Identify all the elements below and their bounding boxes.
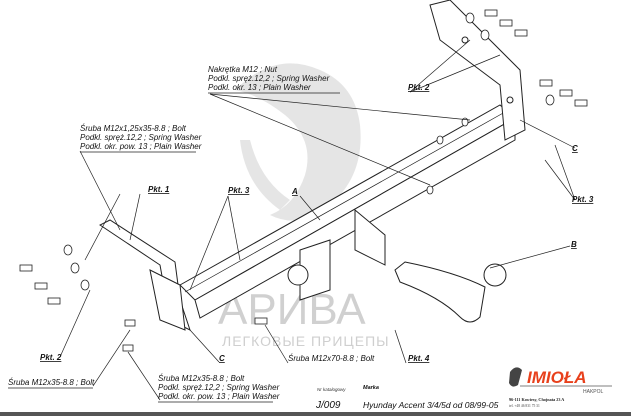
label-part-a: A — [291, 187, 298, 196]
callout-line: Podkl. okr. pow. 13 ; Plain Washer — [80, 142, 202, 151]
right-side-bracket — [429, 0, 526, 141]
catalog-label: Nr katalogowy — [317, 387, 346, 392]
callout-line: Śruba M12x35-8.8 ; Bolt — [158, 374, 245, 383]
logo-text: IMIOŁA — [527, 368, 587, 387]
label-pkt1: Pkt. 1 — [148, 185, 170, 194]
label-pkt3-left: Pkt. 3 — [228, 186, 250, 195]
callout-line: Podkl. spręż.12,2 ; Spring Washer — [80, 133, 202, 142]
callout-bolt-group-left: Śruba M12x1,25x35-8.8 ; Bolt Podkl. sprę… — [80, 124, 202, 153]
callout-line: Podkl. okr. 13 ; Plain Washer — [208, 83, 311, 92]
label-pkt4: Pkt. 4 — [408, 354, 430, 363]
imiola-logo: IMIOŁA HAKPOL — [509, 367, 612, 395]
watermark-tagline: ЛЕГКОВЫЕ ПРИЦЕПЫ — [222, 333, 390, 349]
ball-mount-plate — [287, 208, 386, 301]
callout-bolt-center: Śruba M12x70-8.8 ; Bolt — [288, 354, 375, 363]
callout-bolt-group-bottom: Śruba M12x35-8.8 ; Bolt Podkl. spręż.12,… — [158, 374, 280, 403]
callout-line: Podkl. spręż.12,2 ; Spring Washer — [158, 383, 280, 392]
label-part-c-right: C — [572, 144, 578, 153]
leader-lines — [59, 39, 576, 401]
make-label: Marka — [363, 385, 379, 391]
label-pkt2-top: Pkt. 2 — [408, 83, 430, 92]
label-pkt3-right: Pkt. 3 — [572, 195, 594, 204]
company-address: 96-111 Kowiesy, Chojnata 23 A — [509, 397, 564, 402]
callout-line: Śruba M12x1,25x35-8.8 ; Bolt — [80, 124, 187, 133]
fasteners — [19, 9, 588, 352]
left-side-bracket — [99, 219, 191, 331]
callout-line: Podkl. spręż.12,2 ; Spring Washer — [208, 74, 330, 83]
logo-sub: HAKPOL — [583, 389, 604, 395]
label-pkt2-bottom: Pkt. 2 — [40, 353, 62, 362]
title-block: Nr katalogowy J/009 Marka Hyunday Accent… — [315, 367, 612, 411]
bottom-border — [0, 412, 631, 416]
catalog-number: J/009 — [315, 400, 341, 411]
company-phone: tel. +48 46 831 75 31 — [509, 404, 540, 408]
callout-bolt-left-bottom: Śruba M12x35-8.8 ; Bolt — [8, 378, 95, 387]
callout-line: Nakrętka M12 ; Nut — [208, 65, 278, 74]
label-part-c-left: C — [219, 354, 225, 363]
vehicle-model: Hyunday Accent 3/4/5d od 08/99-05 — [363, 400, 499, 410]
tow-ball-neck — [394, 261, 507, 323]
callout-line: Podkl. okr. pow. 13 ; Plain Washer — [158, 392, 280, 401]
watermark-logo: АРИВА ЛЕГКОВЫЕ ПРИЦЕПЫ — [218, 63, 390, 349]
label-part-b: B — [571, 240, 577, 249]
callout-nut-group: Nakrętka M12 ; Nut Podkl. spręż.12,2 ; S… — [208, 65, 340, 94]
